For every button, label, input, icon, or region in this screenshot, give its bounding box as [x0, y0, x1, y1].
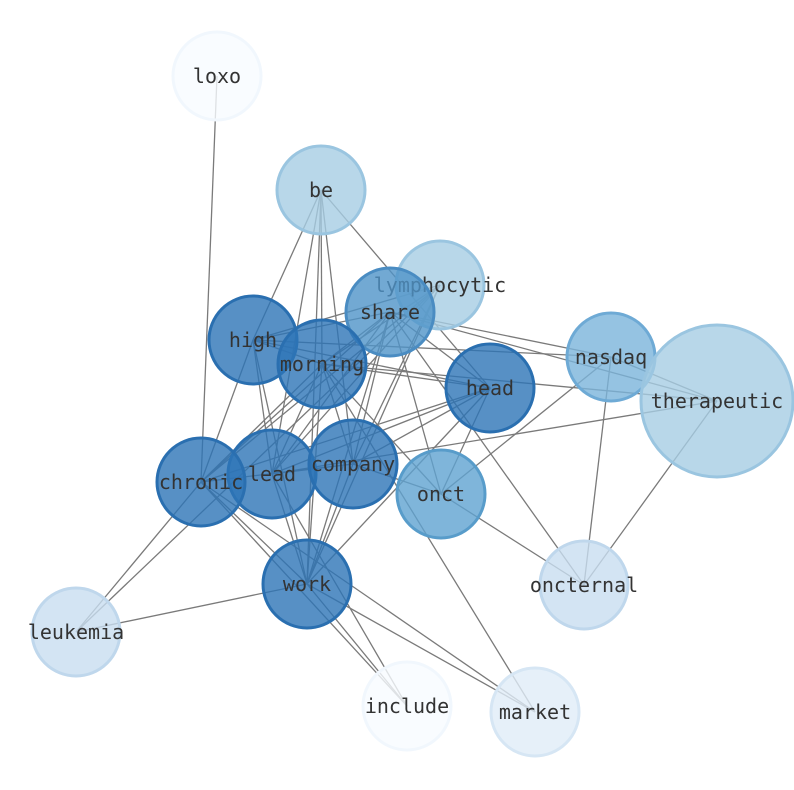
node-onct: onct [395, 448, 487, 540]
node-label-head: head [466, 376, 514, 400]
node-circle-company [307, 418, 399, 510]
node-label-nasdaq: nasdaq [575, 345, 647, 369]
node-leukemia: leukemia [28, 586, 124, 678]
edge-share-oncternal [389, 311, 585, 586]
node-label-chronic: chronic [159, 470, 243, 494]
node-label-therapeutic: therapeutic [651, 389, 783, 413]
node-morning: morning [276, 318, 368, 410]
node-label-share: share [360, 300, 420, 324]
node-loxo: loxo [171, 30, 263, 122]
node-layer: loxobelymphocyticsharenasdaqhighmorningh… [28, 30, 794, 758]
node-circle-leukemia [30, 586, 122, 678]
node-circle-head [444, 342, 536, 434]
node-circle-therapeutic [639, 323, 794, 479]
node-label-include: include [365, 694, 449, 718]
node-label-work: work [283, 572, 331, 596]
node-label-leukemia: leukemia [28, 620, 124, 644]
node-label-loxo: loxo [193, 64, 241, 88]
node-circle-work [261, 538, 353, 630]
node-label-onct: onct [417, 482, 465, 506]
node-chronic: chronic [155, 436, 247, 528]
node-circle-morning [276, 318, 368, 410]
edge-loxo-chronic [200, 75, 218, 483]
node-label-company: company [311, 452, 395, 476]
node-be: be [275, 144, 367, 236]
node-head: head [444, 342, 536, 434]
node-circle-share [344, 266, 436, 358]
node-circle-oncternal [538, 539, 630, 631]
node-circle-onct [395, 448, 487, 540]
node-label-lead: lead [248, 462, 296, 486]
node-oncternal: oncternal [530, 539, 638, 631]
node-market: market [489, 666, 581, 758]
node-label-morning: morning [280, 352, 364, 376]
node-therapeutic: therapeutic [639, 323, 794, 479]
node-company: company [307, 418, 399, 510]
node-label-oncternal: oncternal [530, 573, 638, 597]
node-label-market: market [499, 700, 571, 724]
node-circle-include [361, 660, 453, 752]
node-share: share [344, 266, 436, 358]
node-circle-be [275, 144, 367, 236]
node-work: work [261, 538, 353, 630]
node-include: include [361, 660, 453, 752]
node-circle-market [489, 666, 581, 758]
node-label-high: high [229, 328, 277, 352]
node-circle-loxo [171, 30, 263, 122]
node-circle-chronic [155, 436, 247, 528]
node-high: high [207, 294, 299, 386]
node-label-be: be [309, 178, 333, 202]
edge-chronic-market [200, 481, 536, 713]
